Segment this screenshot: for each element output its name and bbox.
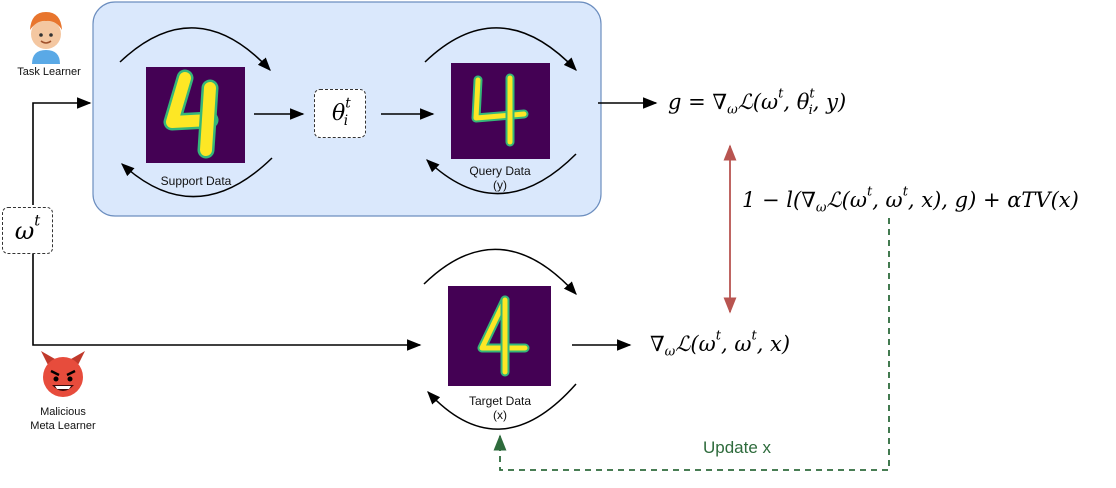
g-theta: , θ	[783, 90, 810, 114]
g-end: , y)	[812, 90, 847, 114]
gradient-g-equation: g = ∇ωℒ(ωt, θti, y)	[668, 87, 847, 116]
loss-pre: 1 − l(∇	[742, 188, 816, 212]
g-sub2: i	[808, 102, 813, 118]
malicious-label-line2: Meta Learner	[30, 420, 96, 432]
support-loop-arcs	[119, 27, 273, 198]
loss-sup2: t	[902, 184, 908, 200]
g-loss: ℒ(ω	[737, 90, 779, 114]
g-sup2: t	[809, 86, 815, 102]
target-data-image	[448, 286, 551, 386]
query-label-line2: (y)	[493, 178, 507, 192]
update-x-dashed-arrow	[493, 218, 890, 471]
arrow-omega-to-panel	[32, 97, 92, 205]
g-sup1: t	[778, 86, 784, 102]
theta-subscript: i	[343, 112, 349, 129]
devil-face-icon	[41, 351, 85, 397]
omega-node: ωt	[2, 207, 53, 254]
query-data-image	[451, 63, 550, 159]
theta-symbol: θ	[331, 101, 346, 126]
task-learner-label: Task Learner	[17, 66, 81, 78]
loss-nabla-sub: ω	[815, 200, 827, 216]
loss-a: ℒ(ω	[826, 188, 867, 212]
theta-superscript: t	[345, 95, 351, 112]
target-pre: ∇	[650, 332, 665, 356]
omega-symbol: ω	[14, 216, 35, 245]
target-nabla-sub: ω	[664, 344, 676, 360]
target-loop-arcs	[423, 248, 577, 430]
task-learner-avatar-icon	[30, 12, 62, 64]
loss-sup1: t	[866, 184, 873, 200]
target-label-line1: Target Data	[468, 394, 532, 408]
target-sup1: t	[715, 328, 721, 344]
loss-end: , x), g) + αTV(x)	[907, 188, 1079, 212]
target-gradient-equation: ∇ωℒ(ωt, ωt, x)	[650, 329, 791, 358]
target-sup2: t	[751, 328, 757, 344]
target-b: , ω	[720, 332, 752, 356]
query-data-label: Query Data (y)	[444, 164, 556, 192]
arrow-omega-to-target	[32, 254, 422, 351]
theta-node: θti	[314, 89, 366, 138]
target-a: ℒ(ω	[675, 332, 716, 356]
support-data-label: Support Data	[160, 174, 232, 188]
target-data-label: Target Data (x)	[444, 394, 556, 422]
malicious-label-line1: Malicious	[40, 406, 86, 418]
target-end: , x)	[756, 332, 791, 356]
omega-superscript: t	[34, 211, 41, 230]
target-label-line2: (x)	[493, 408, 507, 422]
g-lhs: g = ∇	[668, 90, 728, 114]
malicious-learner-label: Malicious Meta Learner	[10, 405, 116, 433]
support-data-image	[146, 67, 245, 163]
loss-equation: 1 − l(∇ωℒ(ωt, ωt, x), g) + αTV(x)	[742, 185, 1079, 214]
update-x-label: Update x	[703, 438, 772, 457]
g-nabla-sub: ω	[727, 102, 738, 118]
query-loop-arcs	[424, 27, 577, 195]
loss-b: , ω	[872, 188, 903, 212]
query-label-line1: Query Data	[469, 164, 531, 178]
